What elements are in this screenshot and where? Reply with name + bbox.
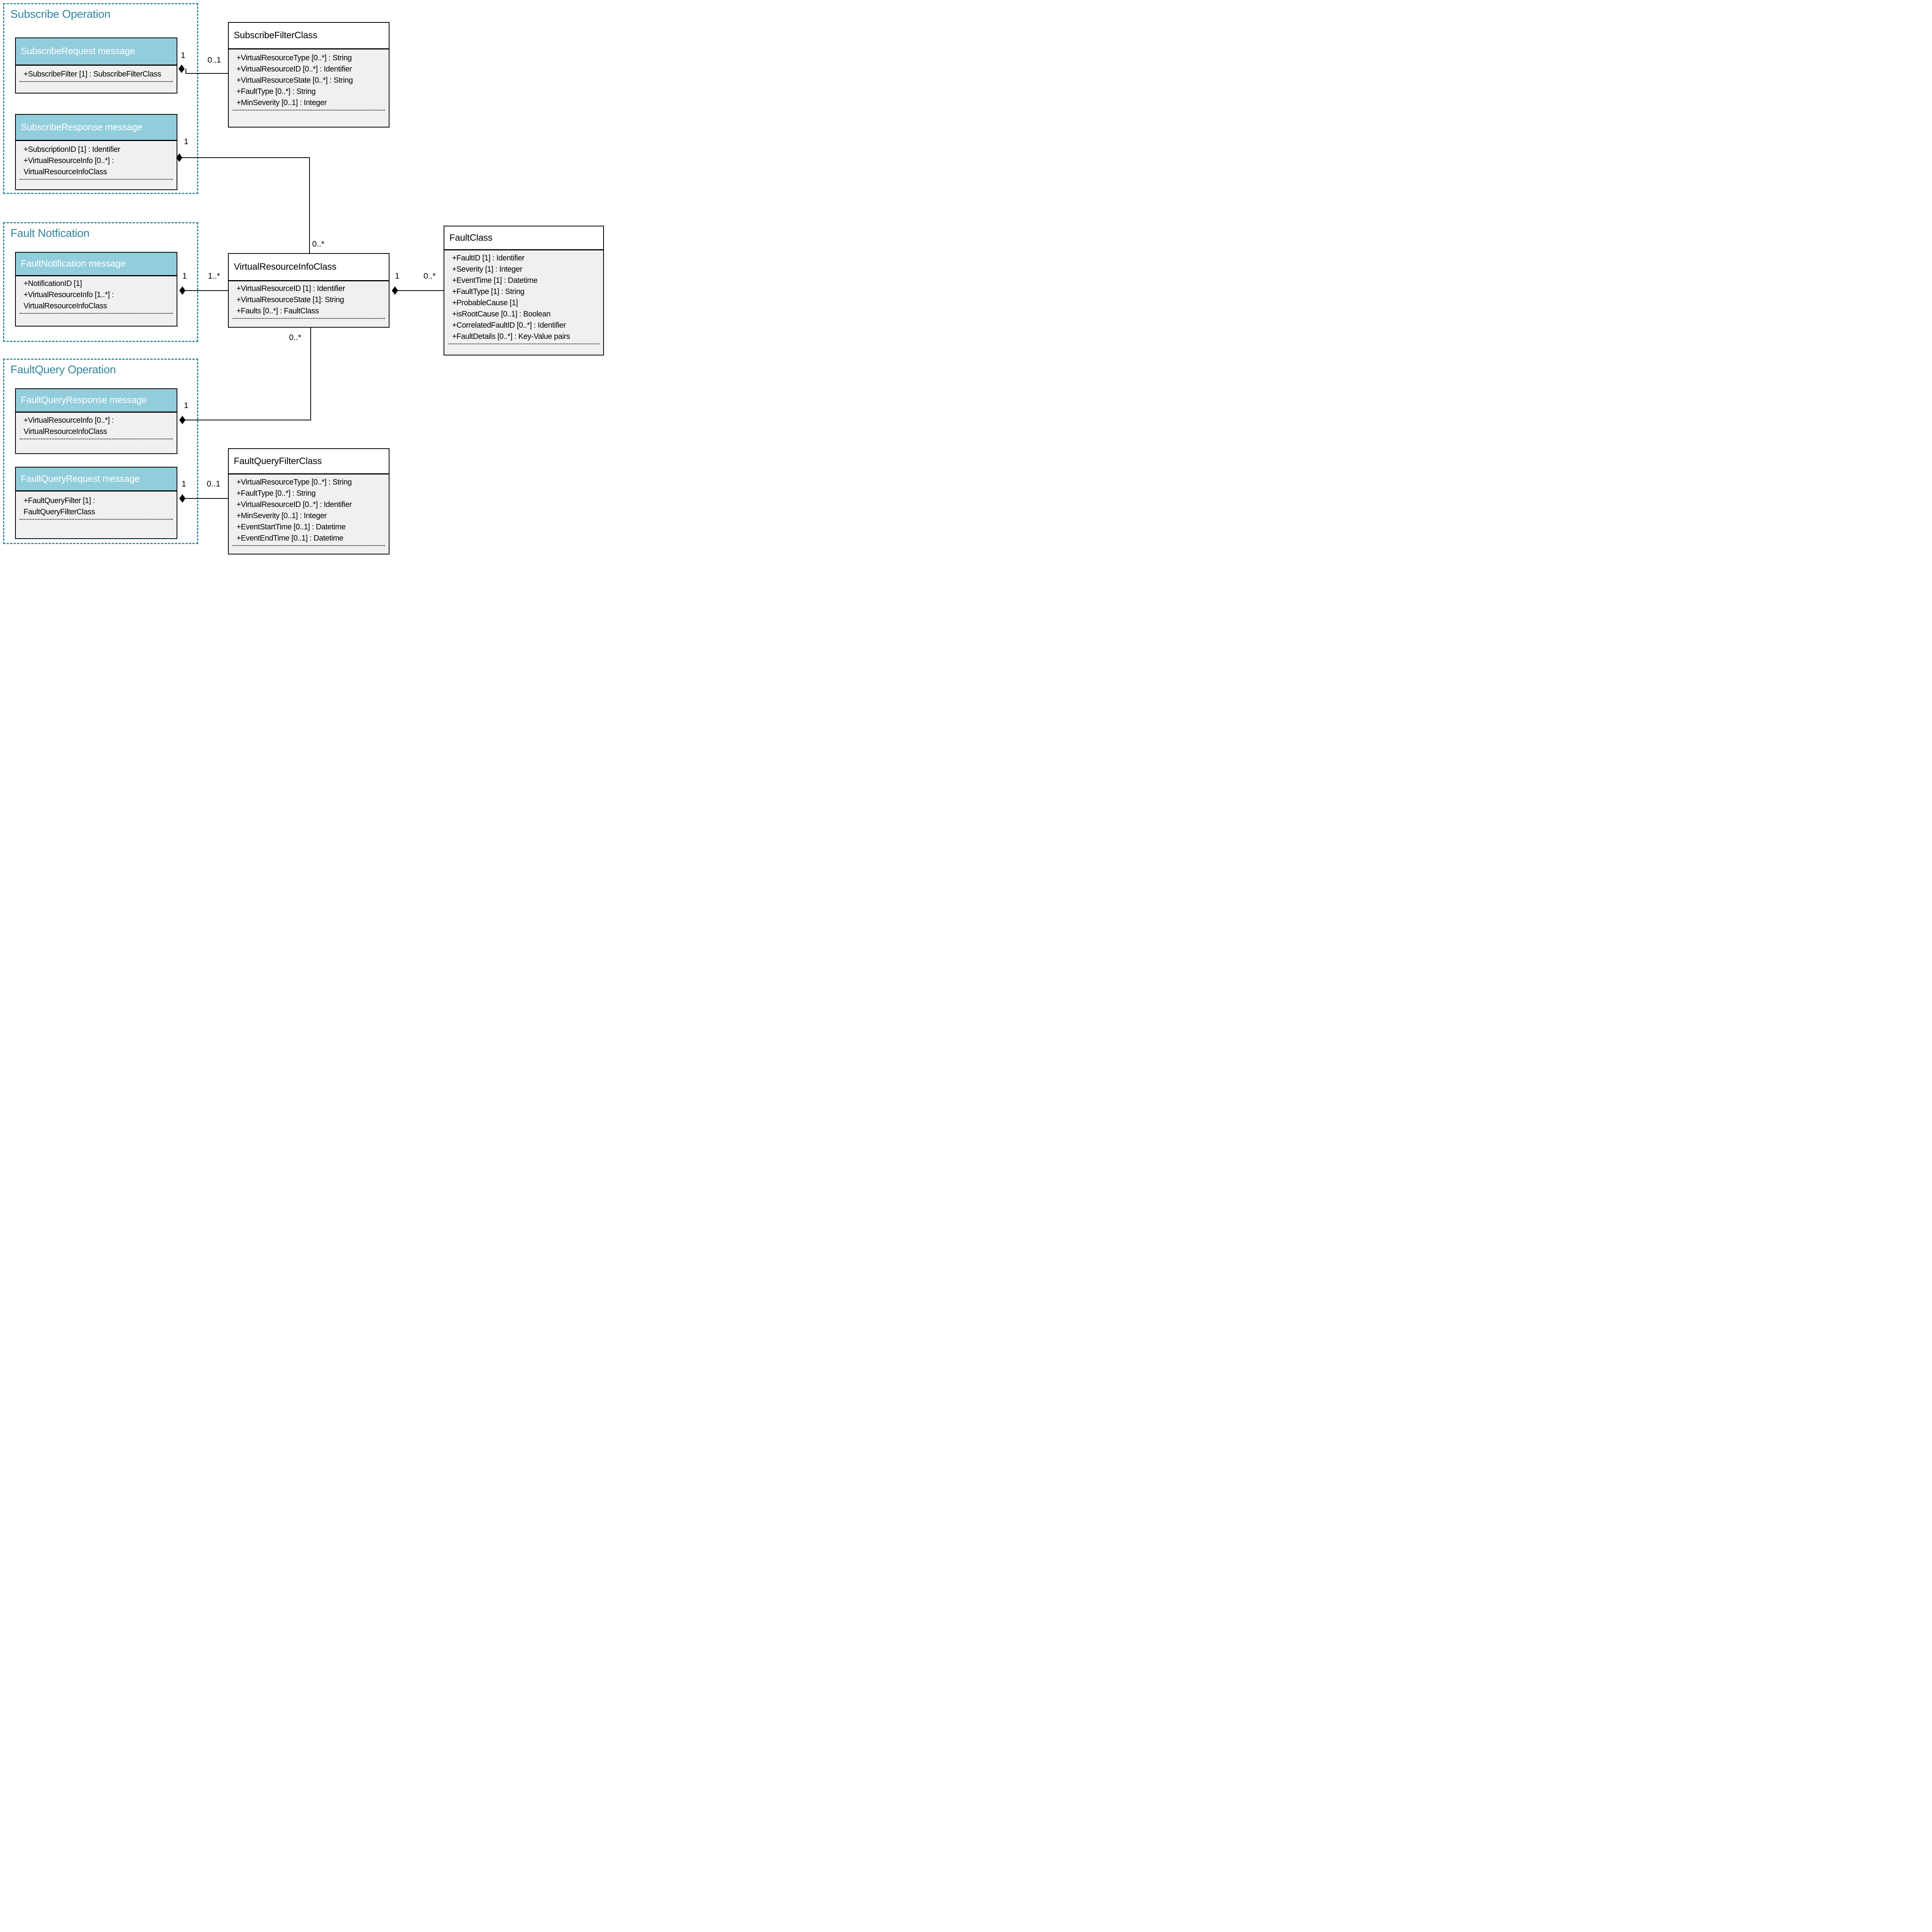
class-faultqueryresponse-message: FaultQueryResponse message +VirtualResou… (15, 388, 177, 454)
multiplicity-label: 1 (182, 480, 186, 488)
attribute: +VirtualResourceInfo [0..*] : (24, 156, 114, 165)
attribute: FaultQueryFilterClass (24, 508, 95, 516)
attribute-separator (20, 313, 173, 314)
attribute: +FaultType [1] : String (452, 287, 525, 296)
attribute: +EventStartTime [0..1] : Datetime (236, 523, 346, 531)
uml-diagram: Subscribe Operation Fault Notfication Fa… (0, 0, 606, 555)
attribute: +MinSeverity [0..1] : Integer (236, 512, 327, 520)
attribute: +Faults [0..*] : FaultClass (236, 307, 319, 315)
attribute: +EventEndTime [0..1] : Datetime (236, 534, 344, 543)
attribute: +isRootCause [0..1] : Boolean (452, 310, 551, 318)
attribute: +SubscriptionID [1] : Identifier (24, 145, 121, 154)
class-subscriberesponse-message: SubscribeResponse message +SubscriptionI… (15, 114, 177, 190)
attribute: +CorrelatedFaultID [0..*] : Identifier (452, 321, 566, 330)
class-title: VirtualResourceInfoClass (234, 262, 337, 272)
association-line (185, 498, 228, 499)
association-line (397, 290, 444, 291)
composition-diamond-icon (176, 153, 182, 162)
attribute: +VirtualResourceInfo [0..*] : (24, 416, 114, 425)
class-title: FaultClass (449, 232, 493, 243)
attribute: +FaultID [1] : Identifier (452, 254, 525, 262)
section-title: FaultQuery Operation (10, 364, 116, 376)
attribute: +VirtualResourceType [0..*] : String (236, 54, 352, 62)
attribute-separator (233, 545, 385, 546)
attribute: +NotificationID [1] (24, 279, 82, 288)
association-line (310, 328, 311, 420)
attribute-separator (20, 519, 173, 520)
attribute-separator (233, 318, 385, 319)
attribute-separator (233, 110, 385, 111)
association-line (309, 157, 310, 253)
attribute: +VirtualResourceState [1]: String (236, 296, 344, 304)
attribute: +SubscribeFilter [1] : SubscribeFilterCl… (24, 70, 161, 78)
attribute: +FaultQueryFilter [1] : (24, 497, 95, 505)
section-fault-notification: Fault Notfication (3, 222, 198, 342)
multiplicity-label: 1 (184, 401, 189, 410)
composition-diamond-icon (179, 286, 185, 295)
attribute: +VirtualResourceInfo [1..*] : (24, 291, 114, 299)
class-subscribefilterclass: SubscribeFilterClass +VirtualResourceTyp… (228, 22, 389, 128)
class-subscriberequest-message: SubscribeRequest message +SubscribeFilte… (15, 37, 177, 94)
class-title: SubscribeRequest message (21, 46, 135, 56)
composition-diamond-icon (179, 416, 185, 424)
class-faultqueryrequest-message: FaultQueryRequest message +FaultQueryFil… (15, 467, 177, 539)
multiplicity-label: 1 (395, 272, 400, 281)
section-title: Fault Notfication (10, 227, 90, 240)
class-title: FaultQueryResponse message (21, 395, 147, 405)
attribute: +Severity [1] : Integer (452, 265, 522, 274)
composition-diamond-icon (392, 286, 398, 295)
attribute: +FaultType [0..*] : String (236, 489, 316, 498)
attribute: +MinSeverity [0..1] : Integer (236, 99, 327, 107)
multiplicity-label: 0..1 (207, 480, 221, 488)
association-line (185, 290, 228, 291)
section-faultquery-operation: FaultQuery Operation (3, 359, 198, 544)
class-title: SubscribeFilterClass (234, 30, 318, 41)
class-title: FaultNotification message (21, 259, 126, 269)
multiplicity-label: 1 (182, 272, 187, 281)
section-title: Subscribe Operation (10, 8, 111, 20)
attribute: +EventTime [1] : Datetime (452, 276, 538, 285)
class-faultnotification-message: FaultNotification message +NotificationI… (15, 252, 177, 327)
section-subscribe-operation: Subscribe Operation (3, 3, 198, 194)
attribute: +VirtualResourceID [0..*] : Identifier (236, 65, 352, 73)
attribute-separator (20, 179, 173, 180)
attribute: +VirtualResourceType [0..*] : String (236, 478, 352, 486)
class-faultqueryfilterclass: FaultQueryFilterClass +VirtualResourceTy… (228, 448, 389, 554)
attribute: +VirtualResourceState [0..*] : String (236, 76, 353, 85)
attribute: VirtualResourceInfoClass (24, 168, 107, 176)
attribute: VirtualResourceInfoClass (24, 302, 107, 310)
multiplicity-label: 0..* (423, 272, 436, 281)
multiplicity-label: 0..1 (207, 56, 221, 65)
composition-diamond-icon (179, 494, 185, 503)
association-line (185, 69, 186, 74)
attribute: +FaultType [0..*] : String (236, 87, 316, 96)
association-line (185, 73, 228, 74)
class-title: FaultQueryRequest message (21, 473, 140, 484)
multiplicity-label: 0..* (289, 333, 301, 342)
multiplicity-label: 1 (184, 137, 189, 146)
composition-diamond-icon (179, 65, 185, 73)
multiplicity-label: 1..* (208, 272, 220, 281)
class-virtualresourceinfoclass: VirtualResourceInfoClass +VirtualResourc… (228, 253, 389, 328)
class-faultclass: FaultClass +FaultID [1] : Identifier +Se… (444, 226, 604, 355)
attribute-separator (20, 81, 173, 82)
association-line (182, 157, 310, 158)
attribute: +VirtualResourceID [0..*] : Identifier (236, 500, 352, 509)
attribute: +ProbableCause [1] (452, 299, 518, 307)
class-title: SubscribeResponse message (21, 122, 142, 133)
class-title: FaultQueryFilterClass (234, 456, 322, 466)
multiplicity-label: 1 (181, 51, 185, 60)
attribute: +FaultDetails [0..*] : Key-Value pairs (452, 332, 570, 341)
attribute: VirtualResourceInfoClass (24, 427, 107, 436)
multiplicity-label: 0..* (312, 240, 325, 248)
attribute: +VirtualResourceID [1] : Identifier (236, 284, 345, 293)
